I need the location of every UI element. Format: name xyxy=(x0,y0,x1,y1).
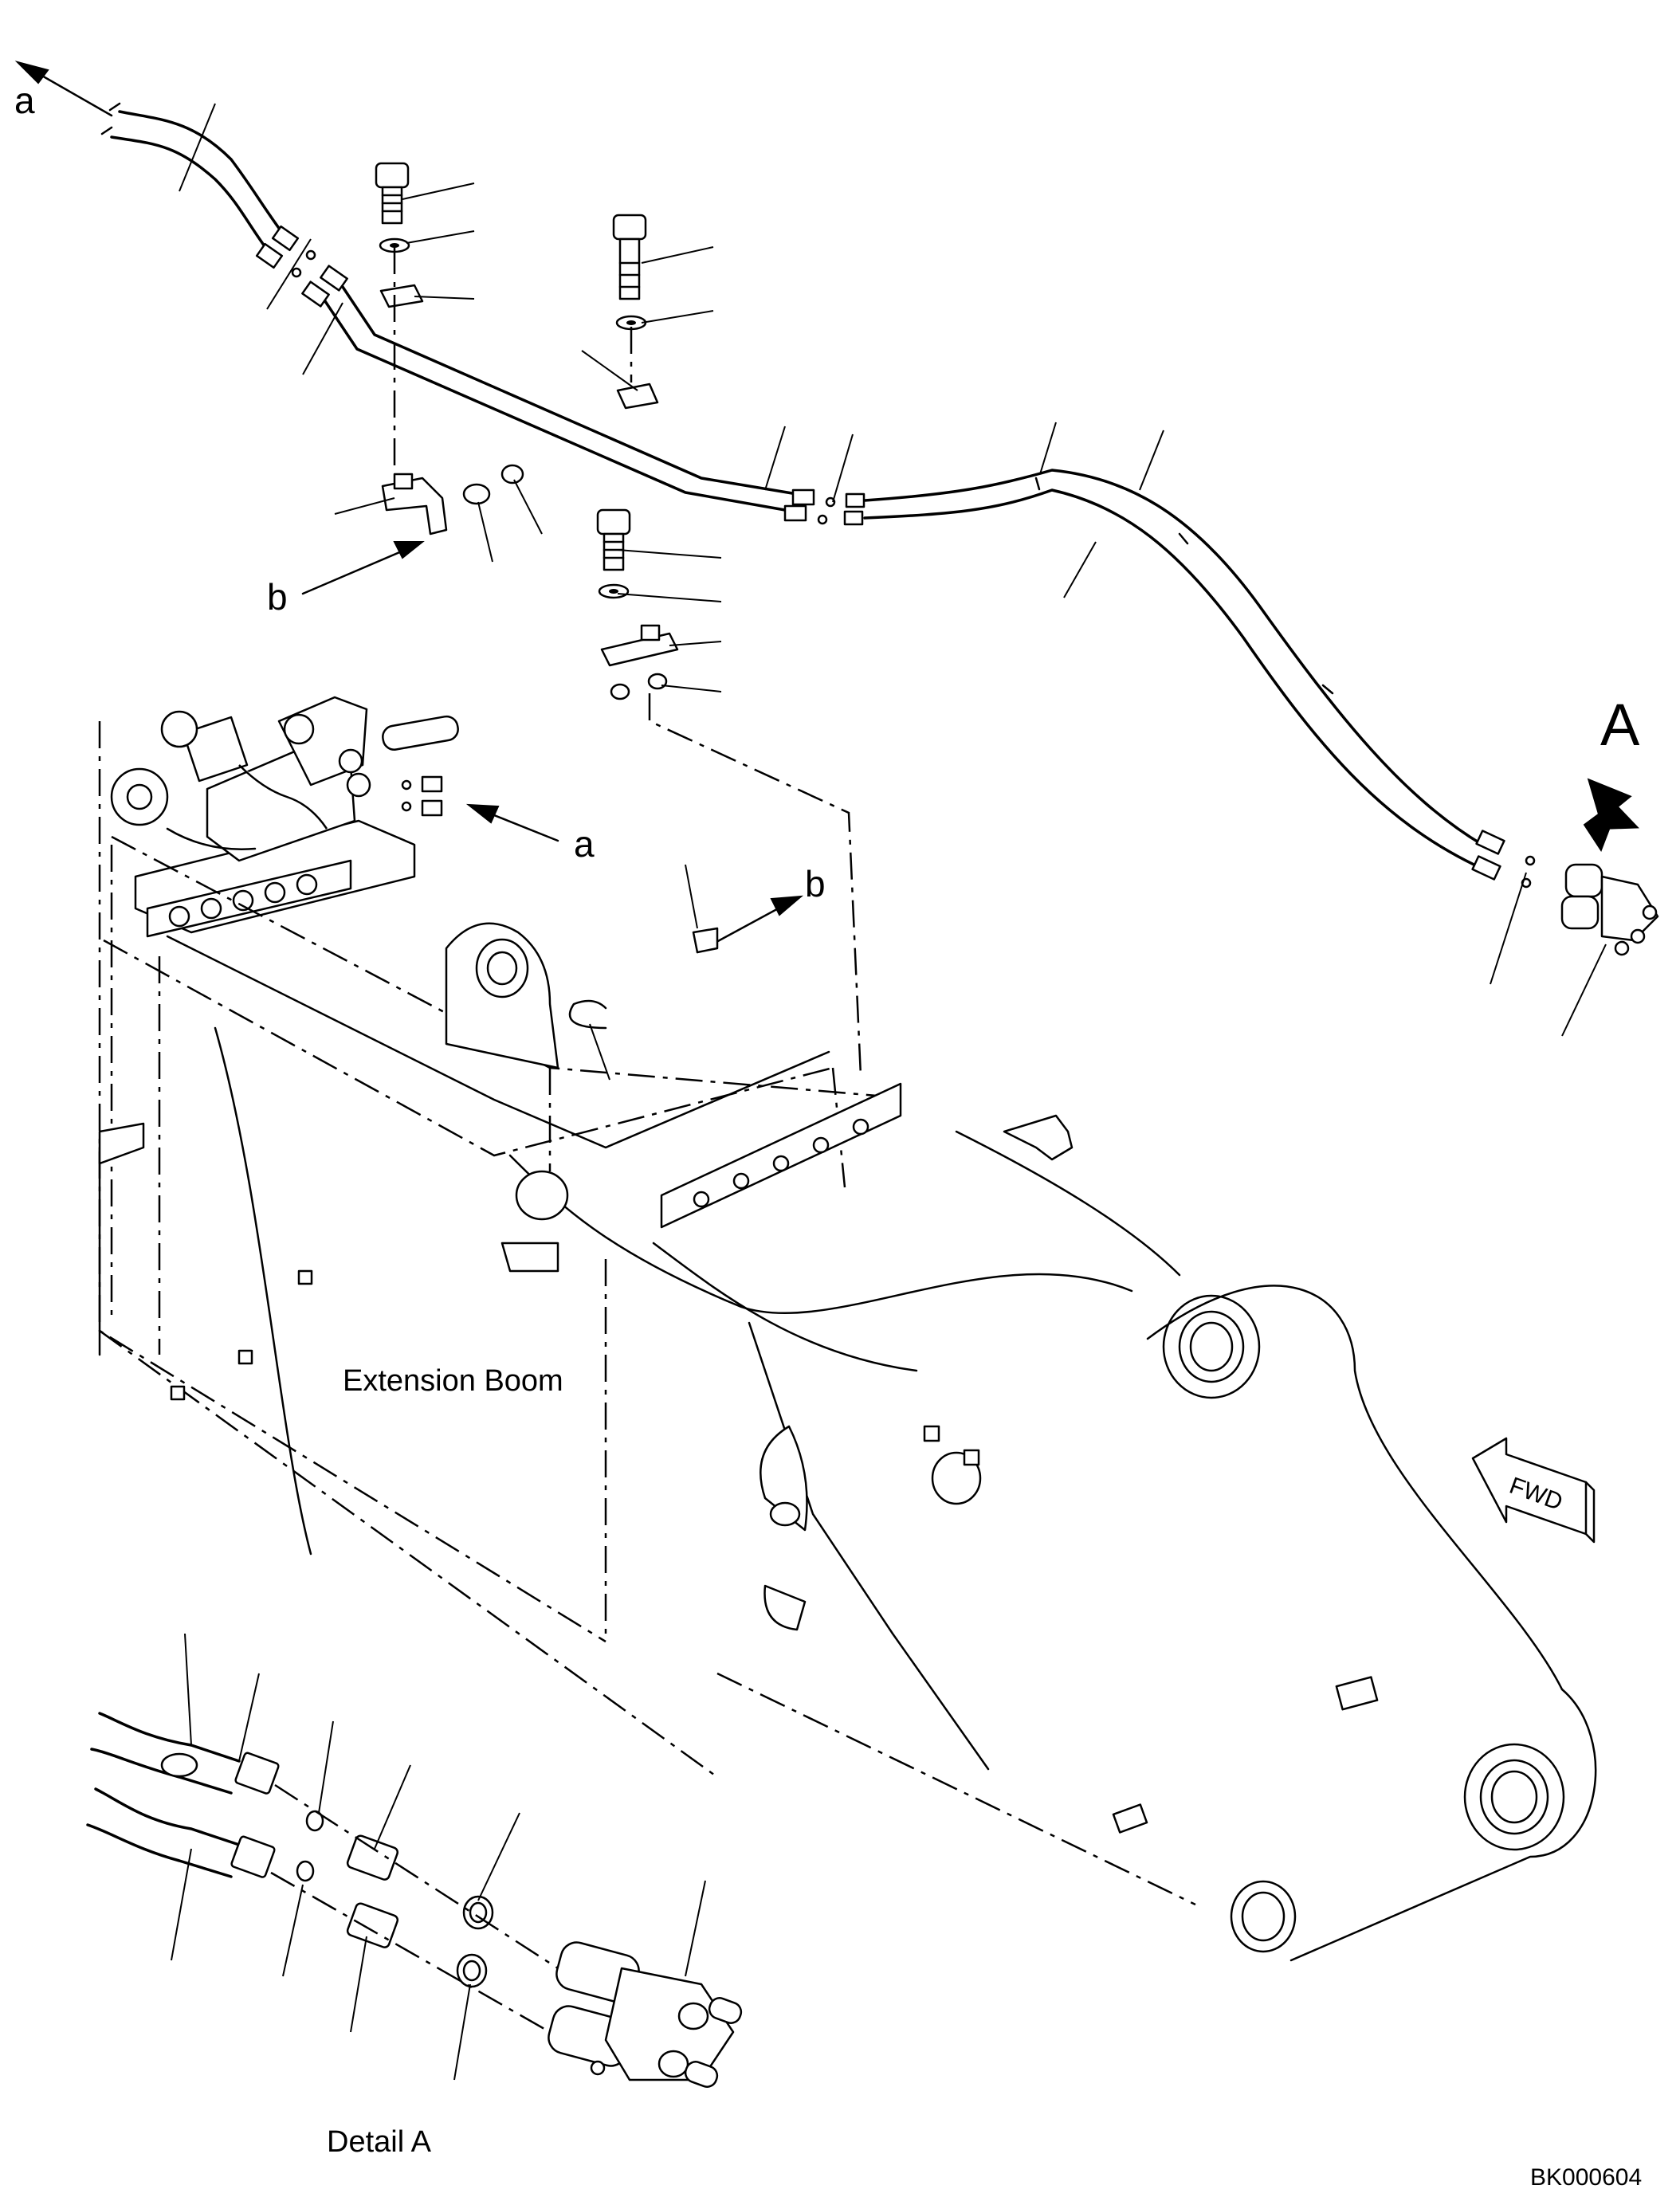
detail-a: Detail A xyxy=(86,1633,743,2159)
leader-lines xyxy=(179,103,1607,1077)
extension-boom: Extension Boom xyxy=(98,721,1597,1962)
fwd-indicator: FWD xyxy=(1471,1437,1596,1544)
extension-boom-label: Extension Boom xyxy=(343,1364,563,1398)
forward-direction-arrow-icon xyxy=(1471,1437,1588,1536)
clamp-hardware xyxy=(375,162,679,700)
top-hose-assembly xyxy=(100,102,1659,956)
detail-a-label: Detail A xyxy=(327,2125,432,2159)
drawing-code: BK000604 xyxy=(1530,2164,1642,2191)
valve-block xyxy=(110,696,459,938)
view-label-a: A xyxy=(1600,692,1640,758)
view-direction-arrow-icon xyxy=(1583,778,1639,853)
reference-arrows: a b a b A xyxy=(14,61,1640,954)
label-b-right: b xyxy=(805,863,826,904)
label-b-left: b xyxy=(267,576,288,618)
label-a-right: a xyxy=(574,823,595,865)
label-a-top: a xyxy=(14,80,35,121)
